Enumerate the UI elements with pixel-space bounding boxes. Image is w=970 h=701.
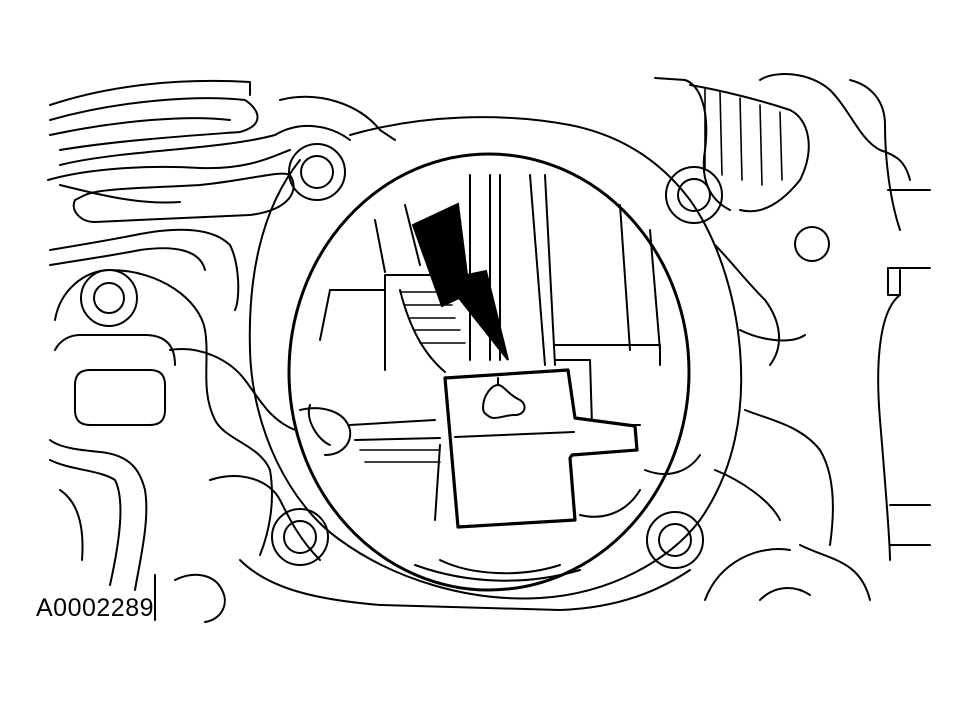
- figure-id-label: A0002289: [36, 594, 155, 622]
- bolt-holes: [80, 143, 830, 569]
- bolt-hole-right: [794, 226, 830, 262]
- bolt-hole-left: [93, 282, 125, 314]
- bolt-hole-upper-left: [300, 155, 334, 189]
- retaining-clip: [443, 368, 639, 529]
- left-side-passages: [49, 269, 321, 623]
- main-bore: [248, 116, 743, 600]
- pointer-arrow: [411, 202, 509, 361]
- bolt-hole-lower-left: [283, 520, 317, 554]
- bore-opening: [287, 152, 691, 592]
- upper-left-passages: [47, 79, 396, 311]
- bolt-hole-upper-right: [677, 178, 711, 212]
- bolt-hole-lower-right: [658, 523, 692, 557]
- clip-keyhole: [481, 383, 526, 419]
- right-side-housing: [654, 73, 931, 601]
- bottom-contour: [239, 559, 691, 611]
